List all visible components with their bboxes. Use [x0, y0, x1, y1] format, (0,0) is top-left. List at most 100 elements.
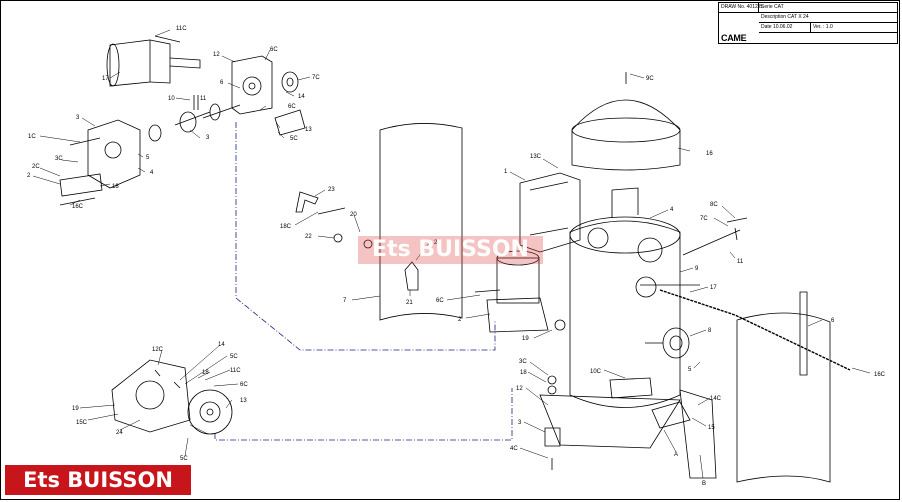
title-block: DRAW No. 4012/B Serie CAT Description CA… [718, 2, 898, 44]
label-12: 12 [213, 52, 220, 58]
label-6-right: 6 [831, 318, 835, 324]
draw-number: DRAW No. 4012/B [719, 3, 763, 13]
label-9: 9 [695, 266, 699, 272]
right-slot [799, 291, 808, 376]
label-18-bl: 18 [202, 370, 209, 376]
label-15c: 15C [76, 420, 88, 426]
version: Ver. : 1.0 [811, 23, 898, 33]
label-16c: 16C [72, 204, 84, 210]
label-2-left: 2 [27, 173, 31, 179]
label-5c-bot: 5C [180, 456, 188, 462]
label-17: 17 [102, 76, 109, 82]
label-11-top: 11 [200, 96, 207, 102]
label-6c-center: 6C [436, 298, 444, 304]
label-1c: 1C [28, 134, 36, 140]
bolt-stack [544, 375, 561, 470]
label-13-bl: 13 [240, 398, 247, 404]
label-5-left: 5 [146, 155, 150, 161]
connection-line-bottom [214, 388, 513, 441]
dome-cover [571, 99, 681, 171]
label-2-center: 2 [458, 317, 462, 323]
motor-assembly [106, 35, 201, 87]
serie: Serie CAT [759, 3, 898, 13]
release-key [295, 191, 419, 291]
label-19-center: 19 [522, 336, 529, 342]
control-box [519, 172, 581, 253]
label-8: 8 [708, 328, 712, 334]
label-7-mid: 7 [343, 298, 347, 304]
label-12c: 12C [152, 347, 164, 353]
connection-line-top [235, 122, 496, 351]
label-9c: 9C [646, 76, 654, 82]
label-18c: 18C [280, 224, 292, 230]
label-20-b: 20 [434, 240, 441, 246]
label-6-top: 6 [220, 80, 224, 86]
label-12-center: 12 [516, 386, 523, 392]
label-15: 15 [708, 425, 715, 431]
label-3c-left: 3C [55, 156, 63, 162]
label-2c: 2C [32, 164, 40, 170]
label-3-left: 3 [76, 115, 80, 121]
left-housing [59, 119, 162, 206]
label-11c: 11C [176, 26, 187, 32]
chain [659, 289, 851, 371]
label-21: 21 [406, 300, 413, 306]
label-10: 10 [168, 96, 175, 102]
part-labels: 11C 17 12 6C 7C 6 14 10 11 6C 13 5C 3 1C… [27, 26, 886, 487]
label-4-left: 4 [150, 170, 154, 176]
label-13-top: 13 [305, 127, 312, 133]
label-19-bl: 19 [72, 406, 79, 412]
label-23: 23 [328, 187, 335, 193]
label-b: B [702, 481, 706, 487]
label-7c-top: 7C [312, 75, 320, 81]
label-14-bl: 14 [218, 342, 225, 348]
center-gearmotor [474, 250, 566, 333]
label-6c-mid: 6C [288, 104, 296, 110]
label-4c: 4C [510, 446, 518, 452]
watermark-bottom: Ets BUISSON [5, 465, 191, 495]
limit-switch-assembly [111, 359, 233, 435]
label-17-right: 17 [710, 285, 717, 291]
label-22: 22 [305, 234, 312, 240]
watermark-top: Ets BUISSON [358, 236, 543, 264]
label-10c: 10C [590, 369, 602, 375]
label-6c-top: 6C [270, 47, 278, 53]
base-clip [651, 401, 691, 429]
main-column [539, 187, 700, 449]
left-cover-panel [379, 123, 463, 321]
label-1-center: 1 [504, 169, 508, 175]
label-5c-top: 5C [290, 136, 298, 142]
label-3-center: 3 [518, 420, 522, 426]
label-13c: 13C [530, 154, 542, 160]
label-a: A [674, 452, 678, 458]
label-18-left: 18 [112, 184, 119, 190]
came-logo: CAME [721, 33, 747, 43]
label-11-right: 11 [737, 259, 744, 265]
base-bracket [679, 389, 717, 479]
chain-pulley [645, 327, 690, 359]
label-20-a: 20 [350, 212, 357, 218]
date: Date 10.06.02 [759, 23, 811, 33]
label-16c-right: 16C [874, 372, 886, 378]
label-24: 24 [116, 430, 123, 436]
label-8c: 8C [710, 202, 718, 208]
label-5-right: 5 [688, 367, 692, 373]
leader-lines [32, 29, 871, 479]
label-16-dome: 16 [706, 151, 713, 157]
label-14c: 14C [710, 396, 722, 402]
label-11c-bl: 11C [230, 368, 241, 374]
label-6c-bl: 6C [240, 382, 248, 388]
label-4-center: 4 [670, 207, 674, 213]
right-rod [682, 217, 748, 256]
label-3-a: 3 [206, 135, 210, 141]
right-cover-panel [736, 312, 831, 483]
label-7c-right: 7C [700, 216, 708, 222]
label-14-top: 14 [298, 94, 305, 100]
dome-rim [571, 117, 681, 143]
label-18-center: 18 [520, 370, 527, 376]
label-5c-bl: 5C [230, 354, 238, 360]
label-3c-center: 3C [519, 359, 527, 365]
description: Description CAT X 24 [759, 13, 898, 23]
